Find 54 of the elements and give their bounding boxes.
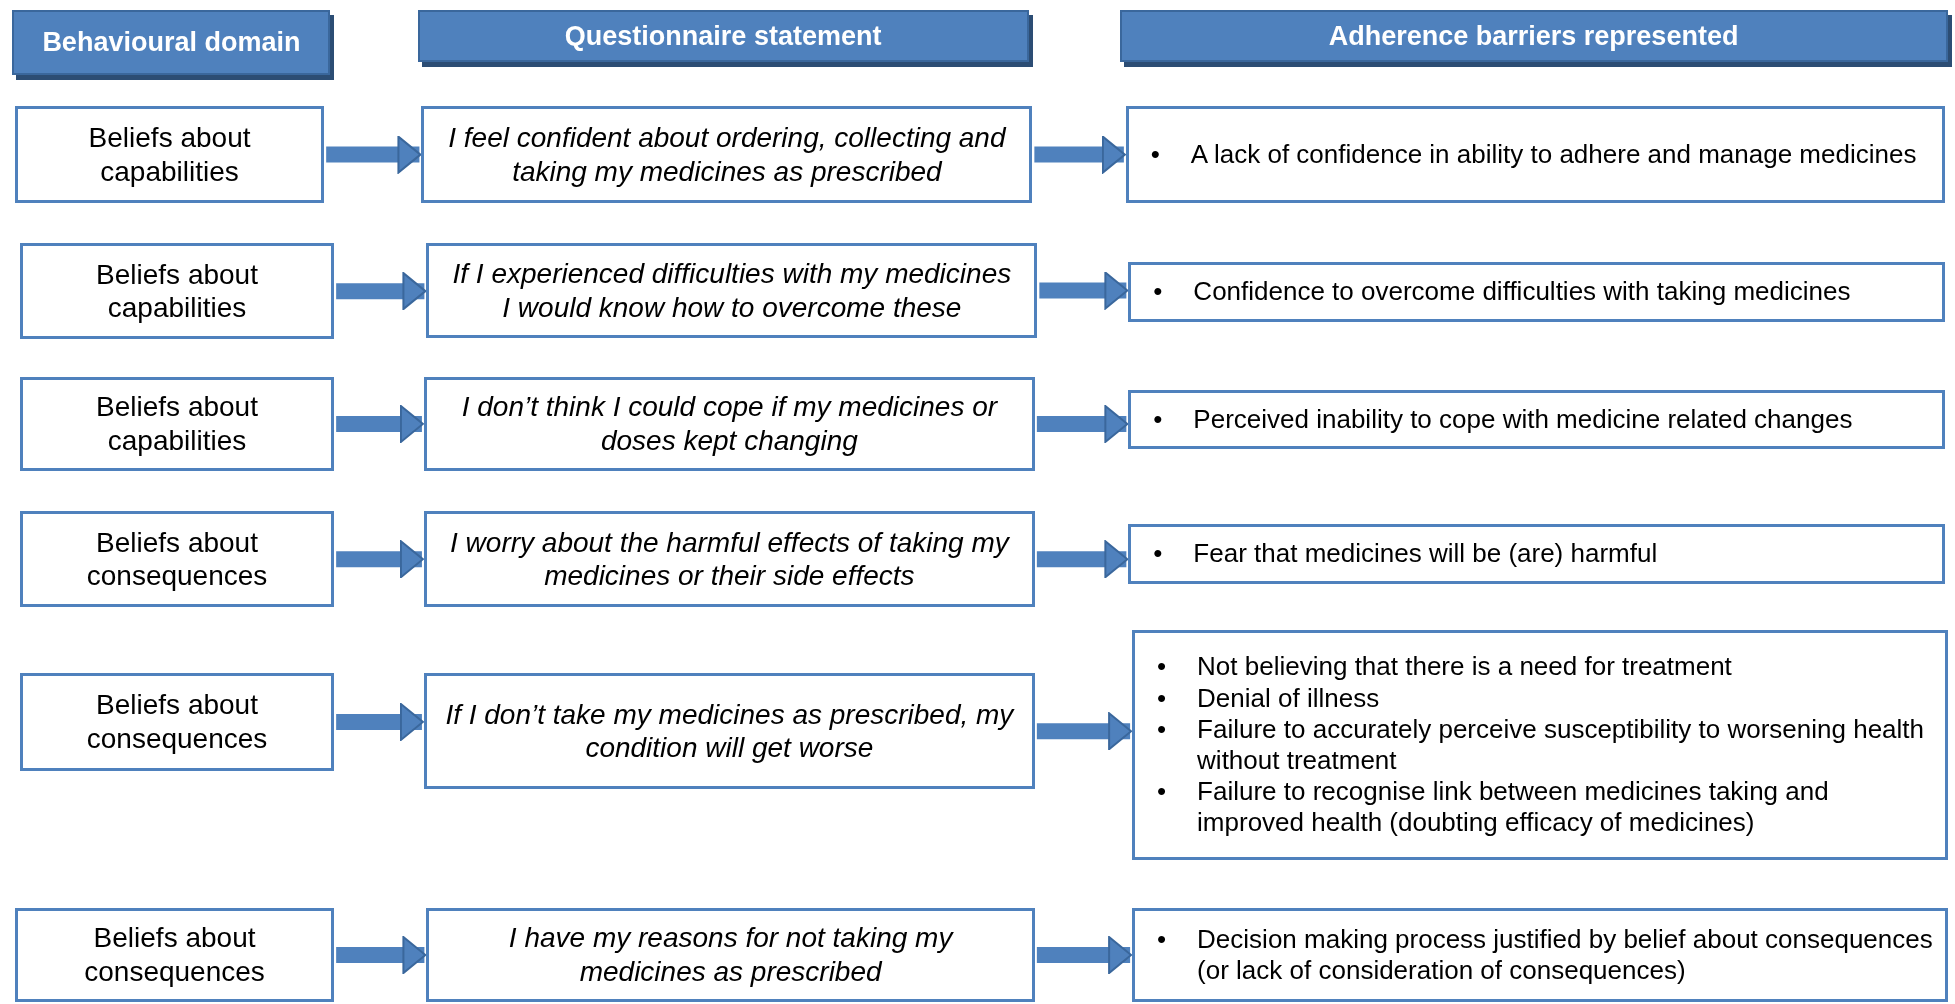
domain-box: [19, 511, 335, 608]
header-text: Questionnaire statement: [564, 20, 882, 52]
domain-text: Beliefs about consequences: [85, 525, 269, 593]
block-arrow: [1036, 712, 1133, 751]
domain-text: Beliefs about capabilities: [95, 257, 259, 325]
statement-text: I feel confident about ordering, collecting and taking my medicines as prescribed: [447, 121, 1008, 189]
block-arrow: [336, 540, 424, 579]
statement-text: If I experienced difficulties with my medicines I would know how to overcome these: [451, 256, 1013, 325]
barriers-box: [1132, 907, 1948, 1003]
header-text: Behavioural domain: [42, 26, 301, 58]
block-arrow: [1036, 936, 1133, 975]
domain-text: Beliefs about consequences: [83, 921, 266, 989]
block-arrow: [326, 135, 422, 174]
domain-text: Beliefs about capabilities: [87, 121, 252, 189]
domain-box: [19, 376, 335, 472]
block-arrow: [336, 702, 424, 741]
domain-box: [14, 105, 325, 204]
bullet-item: • Confidence to overcome difficulties with taking medicines: [1153, 276, 1852, 308]
block-arrow: [1036, 540, 1129, 579]
statement-text: If I don’t take my medicines as prescribed, my condition will get worse: [444, 697, 1016, 765]
header-text: Adherence barriers represented: [1328, 20, 1739, 52]
block-arrow: [1034, 135, 1126, 174]
statement-text: I have my reasons for not taking my medicines as prescribed: [507, 921, 955, 989]
block-arrow: [1036, 404, 1129, 443]
bullet-item: • A lack of confidence in ability to adhere and manage medicines: [1150, 139, 1918, 171]
barriers-box: [1132, 629, 1948, 861]
statement-box: [421, 105, 1033, 204]
bullet-item: • Fear that medicines will be (are) harmful: [1153, 538, 1659, 570]
domain-box: [19, 243, 335, 340]
statement-box: [423, 376, 1035, 472]
bullet-item: • Failure to recognise link between medicines taking and improved health (doubting efficacy of medicines): [1157, 776, 1830, 839]
domain-box: [14, 907, 335, 1003]
bullet-item: • Not believing that there is a need for treatment: [1157, 651, 1733, 683]
bullet-item: • Failure to accurately perceive susceptibility to worsening health without treatment: [1157, 713, 1925, 777]
statement-box: [423, 511, 1035, 608]
statement-text: I don’t think I could cope if my medicines or doses kept changing: [460, 390, 999, 458]
statement-box: [426, 243, 1038, 338]
barriers-box: [1128, 261, 1945, 322]
domain-box: [19, 673, 335, 771]
statement-box: [426, 907, 1035, 1003]
barriers-box: [1125, 105, 1945, 204]
barriers-box: [1128, 390, 1945, 449]
barriers-box: [1128, 523, 1945, 584]
bullet-item: • Denial of illness: [1157, 682, 1381, 714]
block-arrow: [336, 936, 427, 975]
domain-text: Beliefs about capabilities: [95, 390, 259, 458]
statement-text: I worry about the harmful effects of taking my medicines or their side effects: [449, 525, 1011, 593]
statement-box: [423, 673, 1035, 790]
block-arrow: [1039, 271, 1129, 310]
bullet-item: • Perceived inability to cope with medicine related changes: [1153, 403, 1854, 436]
block-arrow: [336, 404, 424, 443]
domain-text: Beliefs about consequences: [85, 688, 269, 756]
bullet-item: • Decision making process justified by belief about consequences (or lack of consideration of consequences): [1157, 923, 1934, 987]
block-arrow: [336, 272, 427, 311]
